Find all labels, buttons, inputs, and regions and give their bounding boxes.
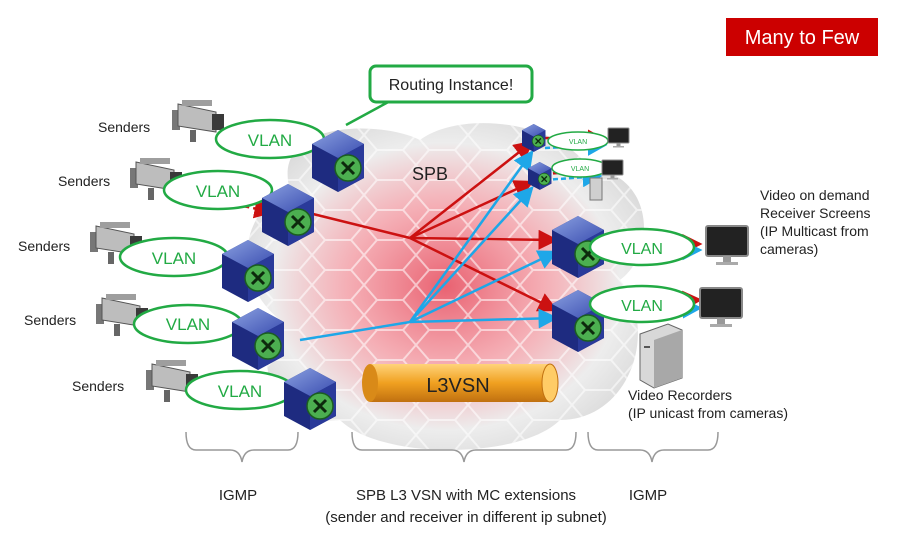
- vlan-label: VLAN: [166, 315, 210, 334]
- monitor-icon: [705, 225, 749, 266]
- callout-text: Routing Instance!: [389, 77, 514, 94]
- receiver-top-1: VLAN: [521, 123, 630, 153]
- recorders-text: Video Recorders (IP unicast from cameras…: [628, 387, 788, 421]
- many-to-few-badge: Many to Few: [726, 18, 878, 56]
- vlan-label: VLAN: [218, 382, 262, 401]
- receivers-line-4: cameras): [760, 241, 818, 257]
- monitor-icon: [699, 287, 743, 328]
- sender-group-2: Senders VLAN: [58, 157, 316, 248]
- igmp-right-label: IGMP: [629, 487, 667, 504]
- receiver-screens-text: Video on demand Receiver Screens (IP Mul…: [760, 187, 871, 257]
- receiver-group-2: VLAN: [550, 284, 743, 354]
- vlan-label: VLAN: [621, 298, 663, 315]
- sender-group-1: Senders VLAN: [98, 99, 366, 194]
- monitor-icon: [607, 127, 630, 148]
- senders-label: Senders: [24, 312, 76, 328]
- spb-l3vsn-label: SPB L3 VSN with MC extensions: [356, 487, 576, 504]
- sender-group-5: Senders VLAN: [72, 359, 338, 432]
- recorder-server: [639, 323, 683, 389]
- vlan-label: VLAN: [248, 131, 292, 150]
- senders-label: Senders: [98, 119, 150, 135]
- senders-label: Senders: [58, 173, 110, 189]
- cloud-label: SPB: [412, 164, 448, 184]
- server-icon: [589, 177, 603, 201]
- igmp-left-label: IGMP: [219, 487, 257, 504]
- l3vsn-tunnel: L3VSN: [362, 363, 559, 403]
- receivers-line-1: Video on demand: [760, 187, 870, 203]
- receivers-line-3: (IP Multicast from: [760, 223, 869, 239]
- vlan-label: VLAN: [571, 166, 589, 173]
- recorders-line-2: (IP unicast from cameras): [628, 405, 788, 421]
- vlan-label: VLAN: [569, 139, 587, 146]
- receiver-group-1: VLAN: [550, 214, 749, 280]
- badge-text: Many to Few: [745, 27, 860, 49]
- senders-label: Senders: [18, 238, 70, 254]
- senders-label: Senders: [72, 378, 124, 394]
- vlan-label: VLAN: [621, 241, 663, 258]
- vlan-label: VLAN: [196, 182, 240, 201]
- vlan-label: VLAN: [152, 249, 196, 268]
- sender-group-4: Senders VLAN: [24, 293, 286, 372]
- receiver-top-2: VLAN: [527, 158, 624, 201]
- spb-l3vsn-sublabel: (sender and receiver in different ip sub…: [325, 509, 607, 526]
- tunnel-label: L3VSN: [426, 375, 489, 397]
- bottom-braces: [185, 431, 719, 463]
- recorders-line-1: Video Recorders: [628, 387, 732, 403]
- routing-instance-callout: Routing Instance!: [345, 64, 534, 127]
- sender-group-3: Senders VLAN: [18, 221, 276, 304]
- receivers-line-2: Receiver Screens: [760, 205, 871, 221]
